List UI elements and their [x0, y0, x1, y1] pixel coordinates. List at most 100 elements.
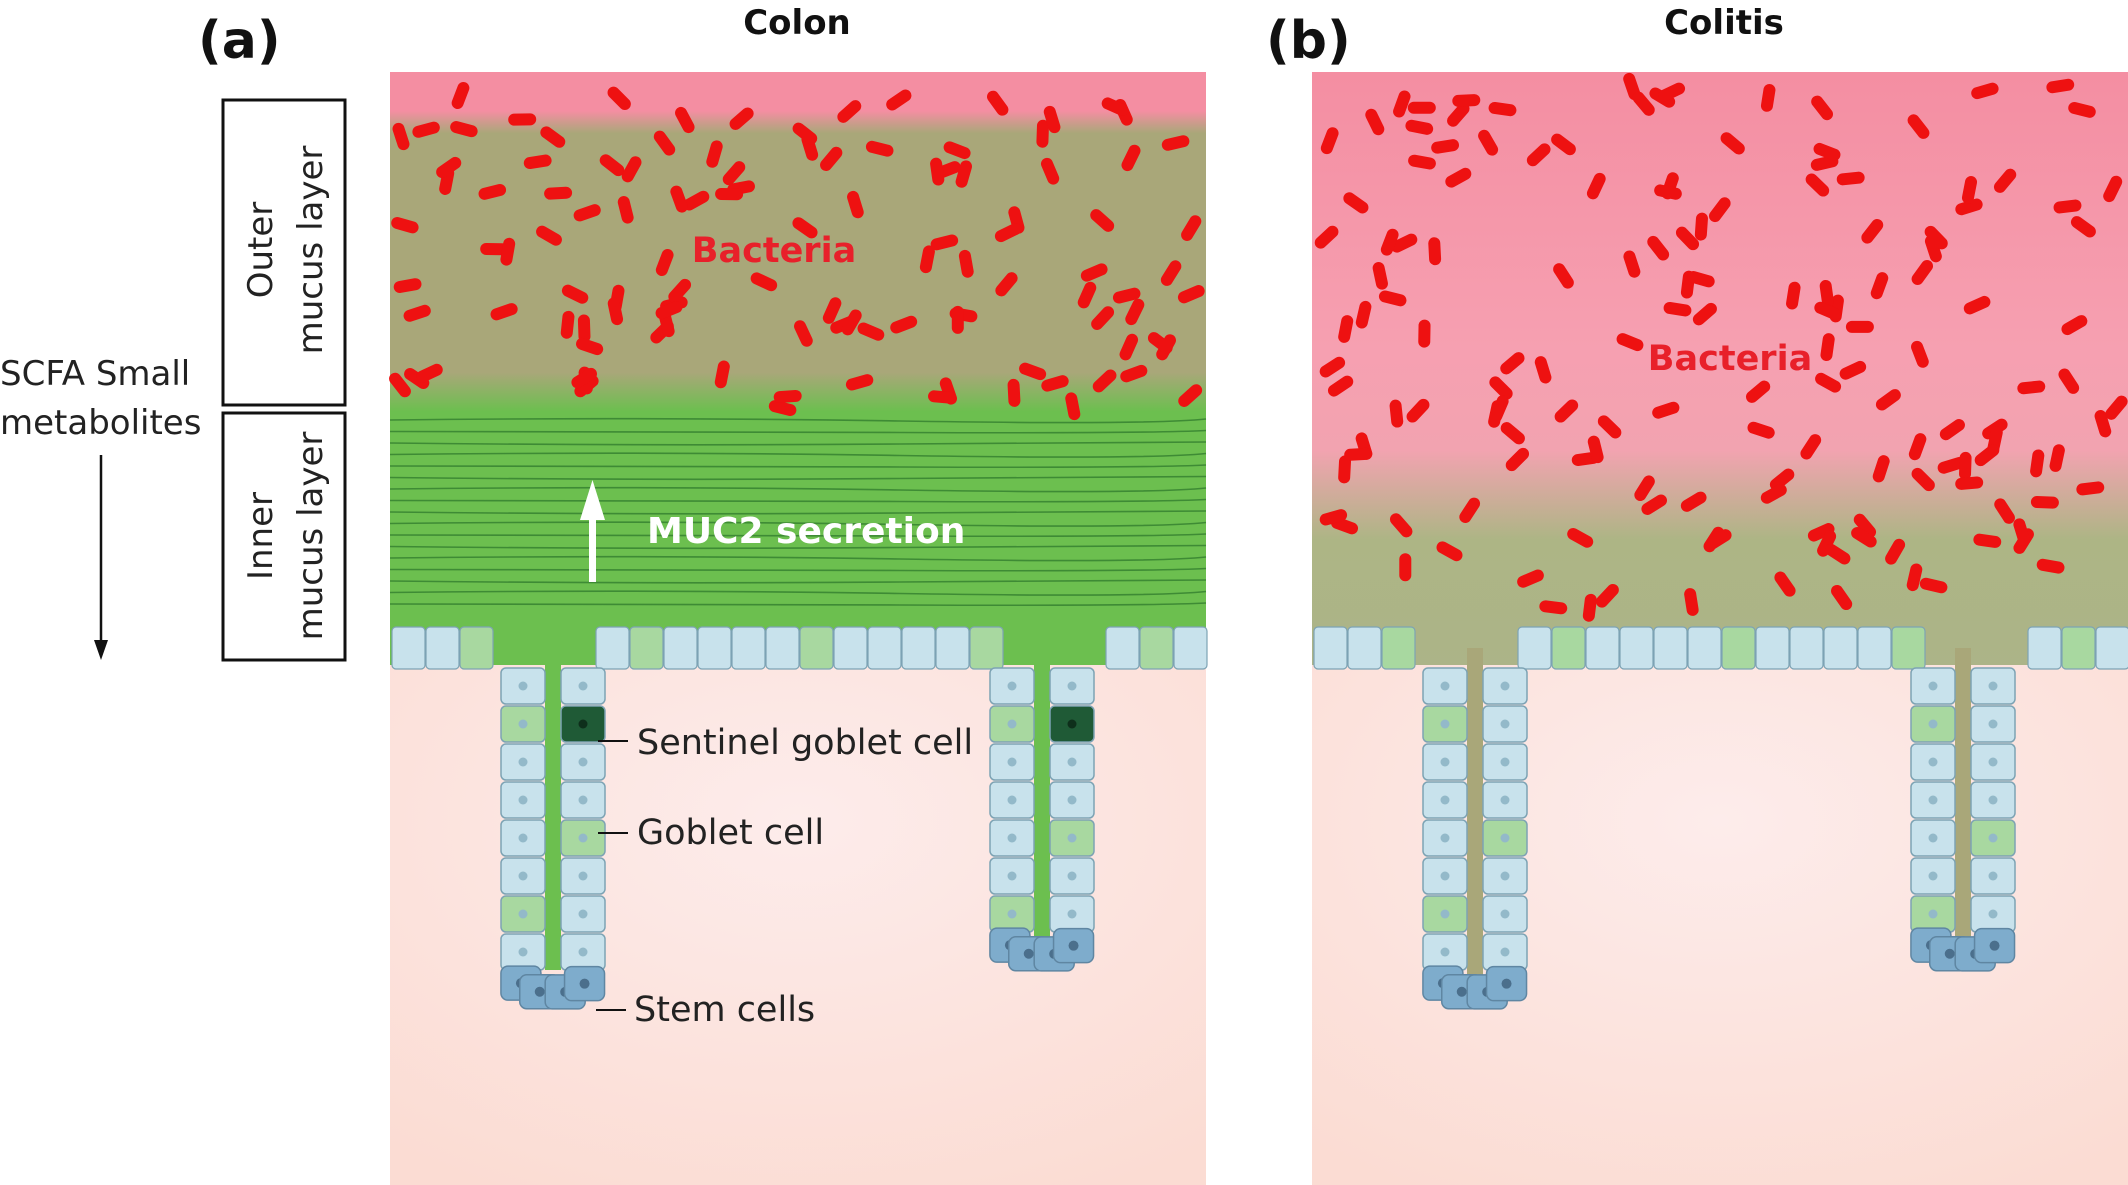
inner-mucus-lines — [389, 417, 1207, 607]
stem-cells-label: Stem cells — [634, 990, 815, 1030]
bacterium-icon — [1445, 167, 1472, 188]
bacterium-icon — [1365, 108, 1385, 136]
bacterium-icon — [1372, 261, 1388, 290]
bacterium-icon — [1745, 380, 1771, 403]
bacterium-icon — [1831, 584, 1853, 611]
bacterium-icon — [1551, 133, 1576, 156]
panel-a-bacteria-label: Bacteria — [692, 231, 856, 271]
bacterium-icon — [1839, 360, 1867, 380]
bacterium-icon — [1554, 399, 1579, 423]
bacterium-icon — [1875, 389, 1901, 411]
bacterium-icon — [1120, 364, 1148, 383]
epithelial-cell — [833, 626, 868, 670]
outer-mucus-label-line1: Outer — [241, 202, 281, 299]
bacterium-icon — [577, 314, 591, 343]
bacterium-icon — [1851, 527, 1877, 548]
goblet-cell — [2061, 626, 2096, 670]
muc2-secretion-label: MUC2 secretion — [647, 511, 965, 552]
bacterium-icon — [1080, 263, 1108, 282]
bacterium-icon — [1447, 102, 1470, 127]
epithelial-cell — [697, 626, 732, 670]
bacterium-icon — [1595, 583, 1619, 608]
bacterium-icon — [1805, 173, 1830, 197]
bacterium-icon — [1125, 298, 1145, 326]
bacterium-icon — [1861, 218, 1884, 244]
bacterium-icon — [571, 367, 597, 389]
bacterium-icon — [1500, 422, 1525, 445]
goblet-cell — [629, 626, 664, 670]
bacterium-icon — [1408, 154, 1436, 170]
bacterium-icon — [508, 113, 537, 126]
goblet-cell — [1381, 626, 1416, 670]
bacterium-icon — [1817, 530, 1837, 557]
panel-a-surface-epithelium — [391, 626, 1208, 670]
bacterium-icon — [389, 372, 411, 398]
bacterium-icon — [1539, 600, 1568, 615]
bacterium-icon — [1911, 340, 1929, 368]
panel-a-crypts — [391, 626, 1208, 1010]
bacterium-icon — [886, 89, 912, 111]
bacterium-icon — [1692, 302, 1717, 326]
bacterium-icon — [1974, 444, 2000, 467]
bacterium-icon — [1488, 101, 1517, 117]
bacterium-icon — [1652, 401, 1680, 419]
inner-mucus-box — [221, 411, 347, 662]
epithelial-cell — [1347, 626, 1382, 670]
bacterium-icon — [393, 278, 422, 293]
bacterium-icon — [1338, 315, 1354, 343]
epithelial-cell — [1857, 626, 1892, 670]
bacterium-icon — [845, 374, 874, 391]
bacterium-icon — [1407, 101, 1436, 114]
bacterium-icon — [1819, 279, 1834, 308]
bacterium-icon — [2105, 395, 2128, 420]
bacterium-icon — [1911, 467, 1935, 492]
bacterium-icon — [540, 126, 566, 148]
bacterium-icon — [1586, 172, 1606, 200]
bacterium-icon — [1647, 235, 1670, 261]
epithelial-cell — [1789, 626, 1824, 670]
bacterium-icon — [1807, 523, 1835, 542]
bacterium-icon — [847, 190, 864, 219]
bacterium-icon — [1971, 82, 1999, 100]
bacterium-icon — [857, 322, 885, 341]
bacterium-icon — [1488, 400, 1504, 428]
bacterium-icon — [2017, 380, 2046, 395]
bacterium-icon — [1007, 378, 1021, 407]
bacterium-icon — [2053, 199, 2082, 214]
bacterium-icon — [478, 183, 507, 200]
panel-b — [1312, 72, 2128, 1185]
bacterium-icon — [1418, 319, 1431, 348]
bacterium-icon — [1632, 91, 1655, 116]
epithelial-cell — [1105, 626, 1140, 670]
bacterium-icon — [1993, 168, 2017, 193]
bacterium-icon — [599, 154, 625, 177]
bacterium-icon — [2061, 315, 2088, 336]
bacterium-icon — [1908, 433, 1927, 461]
bacterium-icon — [1406, 398, 1430, 423]
goblet-cell-label: Goblet cell — [637, 813, 824, 853]
bacterium-icon — [1036, 119, 1049, 148]
bacterium-icon — [523, 154, 552, 170]
bacterium-icon — [1019, 362, 1047, 381]
bacterium-icon — [683, 190, 710, 211]
epithelial-cell — [1585, 626, 1620, 670]
epithelial-cell — [765, 626, 800, 670]
panel-b-bacteria-label: Bacteria — [1648, 339, 1812, 379]
bacterium-icon — [1091, 306, 1115, 330]
bacterium-icon — [1907, 114, 1930, 139]
bacterium-icon — [928, 390, 956, 404]
bacterium-icon — [841, 309, 862, 336]
bacterium-icon — [607, 297, 624, 326]
bacterium-icon — [1663, 301, 1692, 317]
epithelial-cell — [2095, 626, 2128, 670]
bacterium-icon — [1658, 82, 1686, 102]
bacterium-icon — [1380, 228, 1399, 256]
panel-b-crypt-right — [1910, 648, 2016, 972]
bacterium-icon — [2030, 449, 2045, 478]
bacterium-icon — [1065, 392, 1081, 421]
bacterium-icon — [2046, 78, 2075, 94]
bacterium-icon — [574, 374, 599, 398]
bacterium-icon — [1500, 352, 1525, 375]
bacterium-icon — [1955, 476, 1984, 490]
bacterium-icon — [1800, 434, 1822, 460]
